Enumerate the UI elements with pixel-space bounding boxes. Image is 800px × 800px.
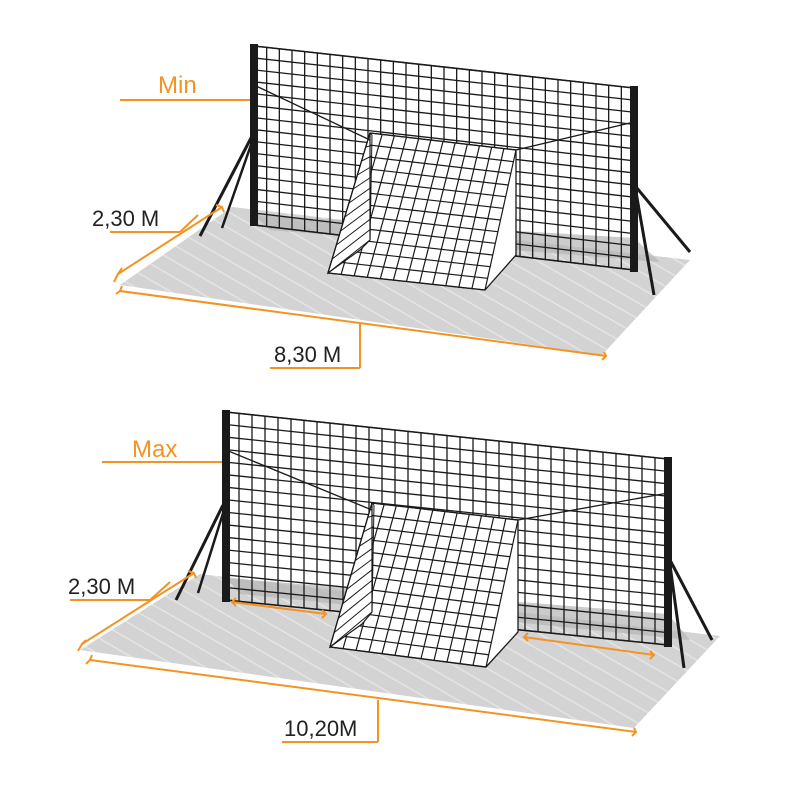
extension-arrow-right: [522, 632, 656, 660]
width-dimension: [115, 285, 608, 369]
left-post: [222, 410, 230, 602]
goal-net: [328, 502, 519, 668]
goal-net: [326, 132, 517, 291]
depth-dimension: [110, 204, 225, 283]
max-diagram: [70, 410, 720, 743]
min-setting-label: Min: [158, 72, 197, 99]
min-depth-label: 2,30 M: [92, 206, 160, 231]
min-diagram: [110, 44, 692, 369]
extension-arrow-left: [230, 597, 328, 619]
depth-dimension: [70, 570, 197, 652]
left-post: [250, 44, 258, 226]
back-net: [225, 411, 669, 646]
max-depth-label: 2,30 M: [68, 574, 136, 599]
right-post: [664, 457, 672, 647]
max-width-label: 10,20M: [284, 716, 358, 741]
min-width-label: 8,30 M: [274, 342, 342, 367]
right-post: [630, 86, 638, 272]
width-dimension: [85, 654, 638, 743]
max-setting-label: Max: [132, 436, 178, 463]
